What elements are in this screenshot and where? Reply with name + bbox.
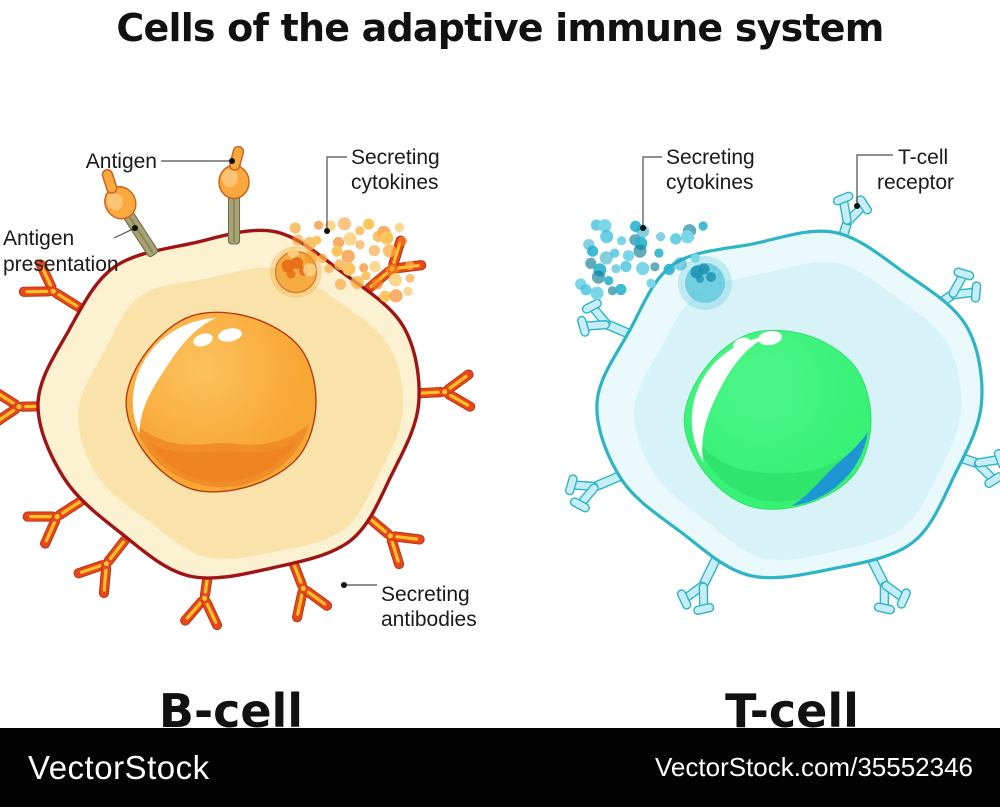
b-secreting-cytokines-leader-line [326,156,347,229]
watermark-brand: VectorStock [28,748,210,786]
t-cell-receptor-leader-dot [854,203,860,209]
t-cell-nucleus [683,329,872,510]
t-cell-nucleus-shading [691,330,868,506]
t-secreting-cytokines-leader-dot [640,225,646,231]
t-cell-secretory-vesicle [678,256,732,310]
t-cell-cytokine-dots [575,219,708,300]
t-cell-receptor-label-line2: receptor [877,171,954,194]
b-cell-nucleus-shading [132,317,310,488]
b-secreting-cytokines-label-line1: Secreting [351,146,440,169]
page-title: Cells of the adaptive immune system [116,6,883,50]
b-cell-annotations: Antigen Antigen presentation Secreting c… [3,146,477,631]
b-cell-cytokine-dots [287,217,415,303]
antigen-presentation-label-line1: Antigen [3,227,74,250]
antigen-leader-dot [229,158,235,164]
b-secreting-cytokines-label-line2: cytokines [351,171,439,194]
b-cell-figure: Antigen Antigen presentation Secreting c… [0,144,478,738]
t-cell-receptor-label-line1: T-cell [898,146,948,169]
b-secreting-cytokines-leader-dot [324,228,330,234]
antigen-presentation-leader-line [113,228,134,239]
watermark-url: VectorStock.com/35552346 [655,752,973,782]
antigen-presentation-label-line2: presentation [3,253,119,276]
t-secreting-cytokines-label-line2: cytokines [666,171,754,194]
t-secreting-cytokines-label-line1: Secreting [666,146,755,169]
antigen-label: Antigen [86,150,157,173]
secreting-antibodies-leader-dot [341,582,347,588]
t-secreting-cytokines-leader-line [642,156,662,226]
secreting-antibodies-label-line2: antibodies [381,608,477,631]
antigen-presentation-leader-dot [132,225,138,231]
watermark-bar: VectorStock VectorStock.com/35552346 [0,728,1000,807]
secreting-antibodies-label-line1: Secreting [381,583,470,606]
t-cell-receptor-leader-line [856,154,893,204]
t-cell-figure: Secreting cytokines T-cell receptor T-ce… [556,146,1000,738]
t-cell-annotations: Secreting cytokines T-cell receptor [640,146,954,231]
